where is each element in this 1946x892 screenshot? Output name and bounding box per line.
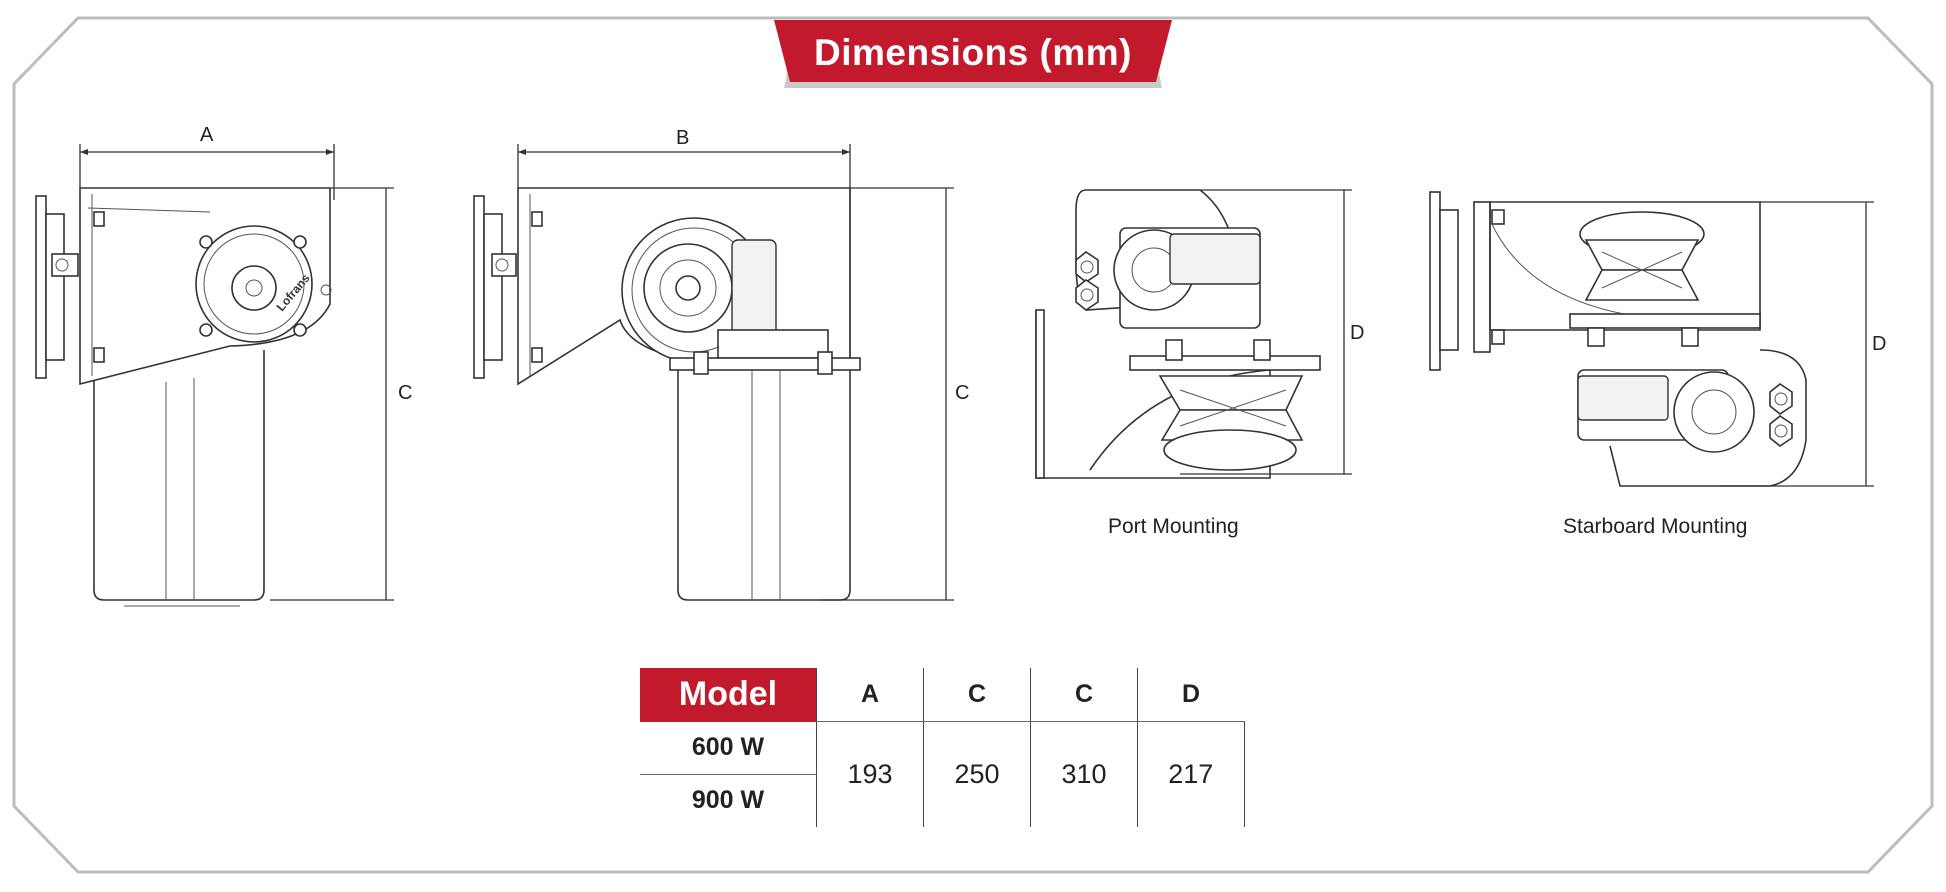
table-header-row: Model A C C D bbox=[640, 668, 1244, 722]
dim-label-d-port: D bbox=[1350, 322, 1365, 344]
col-header-c2: C bbox=[1030, 668, 1138, 722]
page-title: Dimensions (mm) bbox=[814, 32, 1132, 73]
value-c1: 250 bbox=[923, 721, 1031, 827]
col-header-d: D bbox=[1137, 668, 1244, 722]
value-c2: 310 bbox=[1030, 721, 1138, 827]
dim-label-c-front: C bbox=[398, 382, 413, 404]
front-view-drawing: Lofrans bbox=[35, 144, 394, 607]
model-600w: 600 W bbox=[640, 721, 817, 775]
dim-label-c-side: C bbox=[955, 382, 970, 404]
port-mounting-drawing bbox=[1035, 189, 1352, 479]
title-banner bbox=[774, 20, 1172, 88]
starboard-mounting-drawing bbox=[1429, 191, 1874, 487]
dimensions-table: Model A C C D 600 W 193 250 310 217 900 … bbox=[640, 668, 1245, 827]
dim-label-d-starboard: D bbox=[1872, 333, 1887, 355]
side-view-drawing bbox=[473, 144, 954, 601]
table-row: 600 W 193 250 310 217 bbox=[640, 721, 1245, 827]
starboard-mounting-caption: Starboard Mounting bbox=[1563, 515, 1748, 538]
model-header: Model bbox=[640, 668, 817, 722]
dim-label-b: B bbox=[676, 127, 690, 149]
col-header-a: A bbox=[816, 668, 924, 722]
model-900w: 900 W bbox=[691, 786, 765, 814]
col-header-c1: C bbox=[923, 668, 1031, 722]
dim-label-a: A bbox=[200, 124, 214, 146]
value-d: 217 bbox=[1137, 721, 1245, 827]
table-row: 900 W bbox=[640, 774, 1244, 827]
value-a: 193 bbox=[816, 721, 924, 827]
port-mounting-caption: Port Mounting bbox=[1108, 515, 1239, 538]
